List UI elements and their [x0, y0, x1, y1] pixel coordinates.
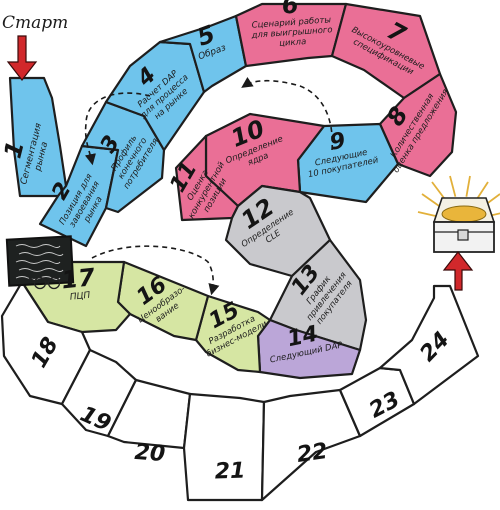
step-cell-12	[224, 184, 332, 278]
start-label: Старт	[2, 13, 68, 33]
step-text-21: 21	[214, 458, 245, 484]
jump-arrow-1	[84, 92, 151, 166]
step-text-20: 20	[134, 440, 166, 467]
step-number: 17	[60, 263, 96, 294]
step-cell-24	[378, 284, 480, 406]
step-number: 1	[0, 138, 30, 161]
decorations	[5, 35, 500, 291]
step-text-22: 22	[295, 439, 329, 468]
step-number: 9	[328, 128, 348, 156]
jump-arrow-2	[241, 76, 334, 151]
chalkboard-icon	[5, 235, 75, 287]
step-number: 14	[285, 321, 320, 352]
step-cell-5	[158, 14, 248, 94]
step-label-line: ПЦП	[69, 291, 91, 303]
step-number: 21	[214, 458, 245, 484]
step-number: 20	[134, 440, 166, 467]
treasure-chest-icon	[417, 175, 500, 253]
finish-arrow-icon	[442, 251, 474, 291]
jump-arrows	[84, 76, 334, 296]
step-cell-15	[194, 294, 272, 374]
glasses-icon	[28, 276, 61, 290]
step-number: 6	[281, 0, 300, 20]
step-number: 22	[295, 439, 329, 468]
start-arrow-icon	[6, 35, 38, 81]
board-cells	[0, 2, 480, 502]
step-label-line: цикла	[279, 37, 307, 49]
step-cell-8	[378, 72, 458, 178]
